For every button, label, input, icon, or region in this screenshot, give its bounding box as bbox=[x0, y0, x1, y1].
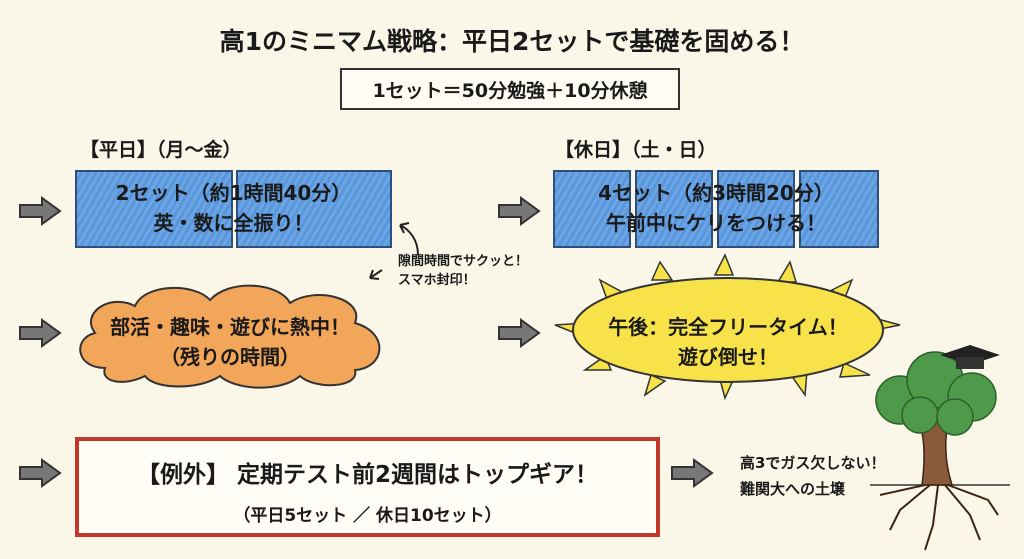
cloud-line1: 部活・趣味・遊びに熱中！ bbox=[110, 315, 350, 339]
holiday-plan: 4セット（約3時間20分） 午前中にケリをつける！ bbox=[553, 178, 879, 238]
weekday-focus: 英・数に全振り！ bbox=[153, 211, 314, 235]
set-block bbox=[799, 170, 879, 248]
result-line1: 高3でガス欠しない！ bbox=[740, 454, 886, 472]
arrow-icon bbox=[497, 196, 541, 226]
weekday-label: 【平日】（月～金） bbox=[80, 139, 242, 161]
tip-line1: 隙間時間でサクッと！ bbox=[398, 254, 529, 269]
sun-line2: 遊び倒せ！ bbox=[678, 345, 778, 369]
holiday-label: 【休日】（土・日） bbox=[555, 139, 717, 161]
result-text: 高3でガス欠しない！ 難関大への土壌 bbox=[740, 450, 885, 502]
arrow-icon bbox=[18, 196, 62, 226]
sun-text: 午後：完全フリータイム！ 遊び倒せ！ bbox=[560, 312, 896, 372]
set-definition: 1セット＝50分勉強＋10分休憩 bbox=[340, 68, 680, 110]
arrow-icon bbox=[18, 458, 62, 488]
weekday-sets: 2セット（約1時間40分） bbox=[115, 181, 352, 205]
cloud-text: 部活・趣味・遊びに熱中！ （残りの時間） bbox=[70, 312, 390, 372]
page-title: 高1のミニマム戦略：平日2セットで基礎を固める！ bbox=[219, 27, 805, 56]
exception-detail: （平日5セット ／ 休日10セット） bbox=[233, 506, 502, 526]
weekday-plan: 2セット（約1時間40分） 英・数に全振り！ bbox=[75, 178, 392, 238]
tip-note: 隙間時間でサクッと！ スマホ封印！ bbox=[398, 252, 528, 290]
set-block bbox=[236, 170, 392, 248]
set-block bbox=[553, 170, 631, 248]
cloud-shape bbox=[79, 284, 381, 389]
sun-shape bbox=[554, 253, 901, 400]
exception-box: 【例外】 定期テスト前2週間はトップギア！ （平日5セット ／ 休日10セット） bbox=[75, 437, 660, 537]
sun-line1: 午後：完全フリータイム！ bbox=[608, 315, 848, 339]
set-block bbox=[635, 170, 713, 248]
set-block bbox=[75, 170, 233, 248]
exception-title: 【例外】 定期テスト前2週間はトップギア！ bbox=[136, 462, 598, 488]
holiday-sets: 4セット（約3時間20分） bbox=[598, 181, 834, 205]
tree-icon bbox=[870, 345, 1010, 551]
set-block bbox=[717, 170, 795, 248]
tip-line2: スマホ封印！ bbox=[398, 273, 476, 288]
curved-arrow-icon bbox=[369, 222, 419, 280]
holiday-focus: 午前中にケリをつける！ bbox=[606, 211, 826, 235]
arrow-icon bbox=[18, 318, 62, 348]
arrow-icon bbox=[670, 458, 714, 488]
result-line2: 難関大への土壌 bbox=[740, 480, 846, 498]
cloud-line2: （残りの時間） bbox=[160, 345, 300, 369]
arrow-icon bbox=[497, 318, 541, 348]
